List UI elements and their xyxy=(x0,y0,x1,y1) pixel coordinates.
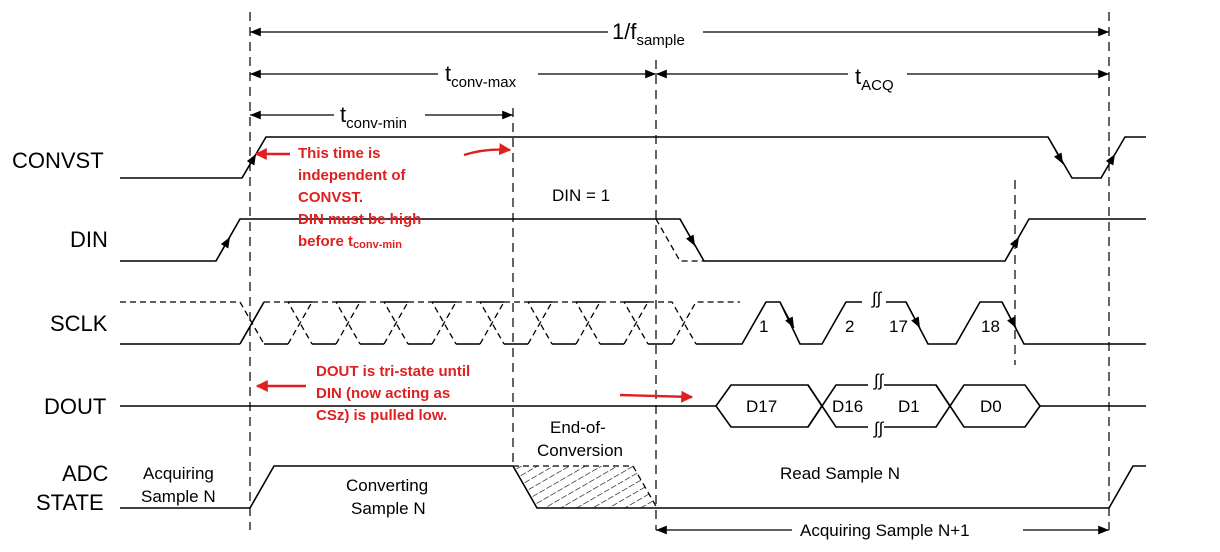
sclk-clocks-17-18 xyxy=(886,301,1146,345)
signal-name-dout: DOUT xyxy=(44,394,106,419)
note2-line3: CSz) is pulled low. xyxy=(316,407,447,424)
note1-arrow-right xyxy=(463,143,512,157)
state-acq-n-line2: Sample N xyxy=(141,487,216,506)
signal-name-sclk: SCLK xyxy=(50,311,108,336)
signal-name-adc: ADC xyxy=(62,461,109,486)
note1-line1: This time is xyxy=(298,145,381,162)
reference-lines xyxy=(249,12,1110,530)
state-conv-line2: Sample N xyxy=(351,499,426,518)
signal-name-din: DIN xyxy=(70,227,108,252)
dout-bit-d0 xyxy=(935,384,1041,428)
dout-break-mark-bottom: ∫∫ xyxy=(873,419,885,438)
signal-name-state: STATE xyxy=(36,490,104,515)
adc-state-waveform: Acquiring Sample N Converting Sample N E… xyxy=(120,418,1146,540)
tconv-min-label: tconv-min xyxy=(340,102,407,132)
state-eoc-line2: Conversion xyxy=(537,441,623,460)
convst-rise-arrow xyxy=(241,153,257,179)
sclk-fall-arrow-1 xyxy=(779,301,795,329)
dout-label-d1: D1 xyxy=(898,397,920,416)
note1-line4: DIN must be high xyxy=(298,211,421,228)
convst-trace xyxy=(120,136,1146,179)
convst-waveform xyxy=(120,136,1146,179)
din-rise2-arrow xyxy=(1004,236,1020,262)
sclk-label-17: 17 xyxy=(889,317,908,336)
tconv-max-label: tconv-max xyxy=(445,61,517,91)
red-annotations: This time is independent of CONVST. DIN … xyxy=(254,143,694,424)
dout-label-d16: D16 xyxy=(832,397,863,416)
din-trace xyxy=(120,218,1146,262)
convst-fall-arrow xyxy=(1047,136,1064,165)
convst-rise2-arrow xyxy=(1100,153,1116,179)
din-waveform: DIN = 1 xyxy=(120,186,1146,262)
signal-name-convst: CONVST xyxy=(12,148,104,173)
sclk-label-18: 18 xyxy=(981,317,1000,336)
sclk-label-2: 2 xyxy=(845,317,854,336)
note2-line2: DIN (now acting as xyxy=(316,385,450,402)
dout-label-d17: D17 xyxy=(746,397,777,416)
period-label: 1/fsample xyxy=(612,19,685,49)
adc-state-eoc-hatch xyxy=(513,466,657,508)
signal-names: CONVST DIN SCLK DOUT ADC STATE xyxy=(12,148,109,515)
state-acq-n1: Acquiring Sample N+1 xyxy=(800,521,970,540)
sclk-waveform: ∫∫ 1 2 17 18 xyxy=(120,289,1146,345)
state-acq-n-line1: Acquiring xyxy=(143,464,214,483)
note2-line1: DOUT is tri-state until xyxy=(316,363,470,380)
dout-break-mark-top: ∫∫ xyxy=(873,371,885,390)
adc-state-trace-2 xyxy=(512,465,1146,509)
adc-state-eoc-dashed xyxy=(513,465,658,509)
timing-arrows: 1/fsample tconv-max tACQ tconv-min xyxy=(250,19,1109,132)
dout-waveform: ∫∫ ∫∫ D17 D16 D1 D0 xyxy=(120,371,1146,438)
adc-state-trace-1 xyxy=(120,465,513,509)
note1-line5: before tconv-min xyxy=(298,233,402,251)
sclk-solid-pattern xyxy=(239,301,720,345)
din-fall-arrow xyxy=(679,218,696,247)
din-value-label: DIN = 1 xyxy=(552,186,610,205)
note1-line3: CONVST. xyxy=(298,189,363,206)
sclk-label-1: 1 xyxy=(759,317,768,336)
dout-bit-d16-edges xyxy=(807,384,868,428)
din-rise-arrow xyxy=(215,236,231,262)
state-read: Read Sample N xyxy=(780,464,900,483)
sclk-dashed-pattern xyxy=(239,301,740,345)
note1-line2: independent of xyxy=(298,167,406,184)
dout-label-d0: D0 xyxy=(980,397,1002,416)
sclk-break-mark: ∫∫ xyxy=(871,289,883,308)
state-eoc-line1: End-of- xyxy=(550,418,606,437)
state-conv-line1: Converting xyxy=(346,476,428,495)
sclk-dont-care xyxy=(239,301,740,345)
note2-arrow-right xyxy=(619,390,694,403)
sclk-fall-arrow-18 xyxy=(1001,301,1017,329)
din-dashed-edge xyxy=(655,218,704,262)
tacq-label: tACQ xyxy=(855,64,894,94)
sclk-fall-arrow-17 xyxy=(905,301,921,329)
